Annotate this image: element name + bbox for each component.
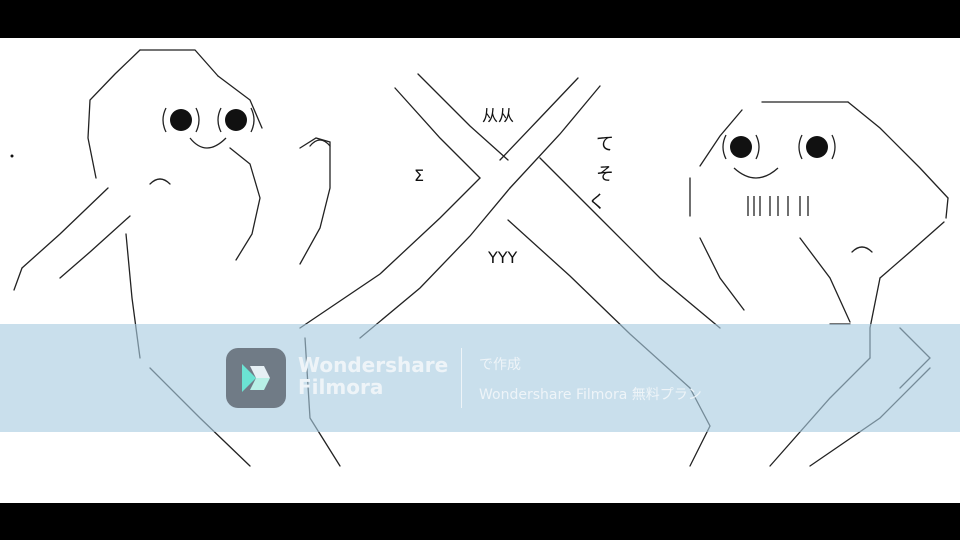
- letterbox-bottom: [0, 503, 960, 540]
- video-content: YYY 从从 て そ く Σ Wondershare Filmora で作成 W…: [0, 38, 960, 503]
- art-text-yyy: YYY: [488, 248, 518, 267]
- filmora-watermark: Wondershare Filmora で作成 Wondershare Film…: [0, 324, 960, 432]
- filmora-brand-text: Wondershare Filmora: [298, 354, 448, 398]
- watermark-caption-top: で作成: [479, 357, 521, 373]
- art-text-jyuujyuu: 从从: [482, 106, 515, 125]
- brand-line-wondershare: Wondershare: [298, 353, 449, 377]
- art-text-ku: く: [588, 192, 606, 213]
- watermark-divider: [461, 348, 462, 408]
- letterbox-top: [0, 0, 960, 38]
- brand-line-filmora: Filmora: [298, 375, 384, 399]
- art-text-te: て: [596, 134, 614, 155]
- art-text-so: そ: [596, 164, 614, 185]
- art-text-sigma: Σ: [414, 166, 425, 185]
- ascii-art-lines: [10, 49, 949, 467]
- watermark-caption-bottom: Wondershare Filmora 無料プラン: [479, 387, 702, 403]
- filmora-logo-icon: [226, 348, 286, 408]
